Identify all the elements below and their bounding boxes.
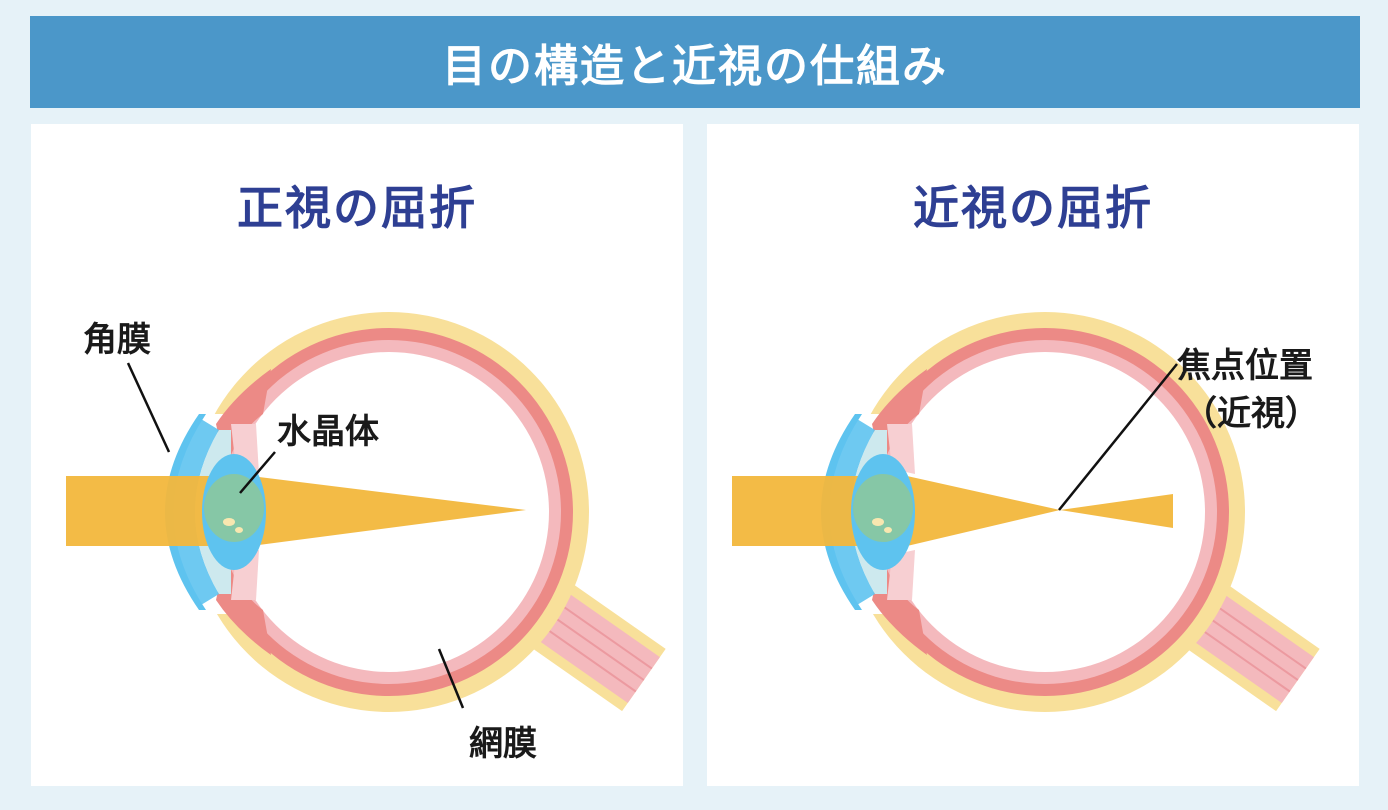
light-beam (66, 476, 526, 546)
panel-title-emmetropia: 正視の屈折 (237, 181, 477, 235)
lens-pointer (239, 451, 276, 494)
cornea-pointer (126, 362, 171, 453)
panel-title-myopia: 近視の屈折 (913, 181, 1153, 235)
label-cornea: 角膜 (83, 320, 151, 360)
panel-myopia: 近視の屈折 (707, 124, 1359, 786)
retina-pointer (437, 648, 465, 709)
label-focal-point-myopia: （近視） (1183, 394, 1319, 434)
title-banner: 目の構造と近視の仕組み (30, 16, 1360, 108)
eye-diagram-myopia (732, 312, 1320, 712)
panel-emmetropia: 正視の屈折 (31, 124, 683, 786)
figure-title: 目の構造と近視の仕組み (442, 41, 948, 92)
light-beam (732, 476, 1173, 546)
label-lens: 水晶体 (277, 412, 379, 452)
focal-point-pointer (1058, 363, 1178, 511)
label-focal-point: 焦点位置 (1177, 346, 1313, 386)
label-retina: 網膜 (469, 724, 537, 764)
eye-diagram-emmetropia (66, 312, 666, 712)
